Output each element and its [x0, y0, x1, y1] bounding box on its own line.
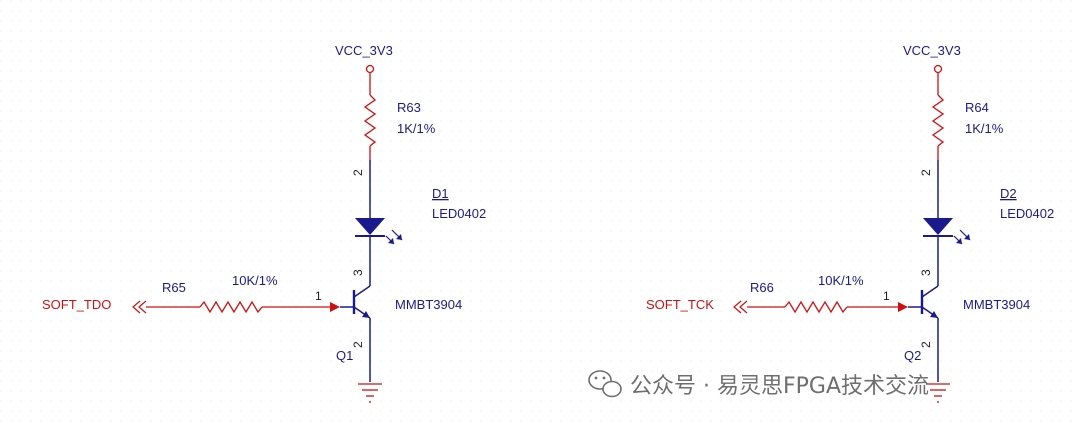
watermark: 公众号 · 易灵思FPGA技术交流	[588, 370, 929, 399]
watermark-text: 公众号 · 易灵思FPGA技术交流	[630, 374, 929, 399]
net-label-soft-tdo: SOFT_TDO	[42, 297, 111, 312]
resistor-r65	[199, 300, 263, 314]
transistor-pin-collector-q1: 3	[351, 269, 365, 276]
resistor-value-r65: 10K/1%	[232, 273, 278, 288]
net-port-arrow-1	[132, 300, 141, 314]
transistor-pin-base-q2: 1	[883, 289, 890, 303]
net-port-arrow-2	[733, 300, 742, 314]
resistor-value-r64: 1K/1%	[965, 121, 1004, 136]
transistor-pin-emitter-q2: 2	[919, 341, 933, 348]
wechat-icon	[588, 370, 622, 398]
led-part-d2: LED0402	[1000, 206, 1054, 221]
resistor-value-r63: 1K/1%	[397, 121, 436, 136]
transistor-q2	[920, 285, 939, 319]
resistor-r63	[363, 94, 377, 147]
vcc-label-2: VCC_3V3	[903, 43, 961, 58]
transistor-pin-emitter-q1: 2	[351, 341, 365, 348]
led-d2	[923, 218, 953, 235]
transistor-part-q1: MMBT3904	[395, 297, 462, 312]
resistor-pin-r64: 2	[919, 169, 933, 176]
transistor-ref-q1: Q1	[336, 348, 353, 363]
resistor-r66	[784, 300, 848, 314]
led-d1	[355, 218, 385, 235]
resistor-ref-r64: R64	[965, 100, 989, 115]
resistor-ref-r63: R63	[397, 100, 421, 115]
transistor-q1	[352, 285, 371, 319]
resistor-ref-r66: R66	[750, 280, 774, 295]
resistor-value-r66: 10K/1%	[818, 273, 864, 288]
transistor-ref-q2: Q2	[904, 348, 921, 363]
resistor-pin-r63: 2	[351, 169, 365, 176]
resistor-r64	[931, 94, 945, 147]
ground-symbol-1	[358, 383, 382, 403]
ground-symbol-2	[926, 383, 950, 403]
transistor-pin-collector-q2: 3	[919, 269, 933, 276]
led-part-d1: LED0402	[432, 206, 486, 221]
circuit-2: VCC_3V3 R64 1K/1% 2 D2 LED0402 3 2 MMBT3…	[646, 43, 1054, 403]
net-label-soft-tck: SOFT_TCK	[646, 297, 714, 312]
transistor-part-q2: MMBT3904	[963, 297, 1030, 312]
led-ref-d1: D1	[432, 186, 449, 201]
transistor-pin-base-q1: 1	[315, 289, 322, 303]
vcc-label-1: VCC_3V3	[335, 43, 393, 58]
resistor-ref-r65: R65	[162, 280, 186, 295]
circuit-1: VCC_3V3 R63 1K/1% 2 D1 LED0402 3 2 MMBT3	[42, 43, 486, 403]
led-ref-d2: D2	[1000, 186, 1017, 201]
